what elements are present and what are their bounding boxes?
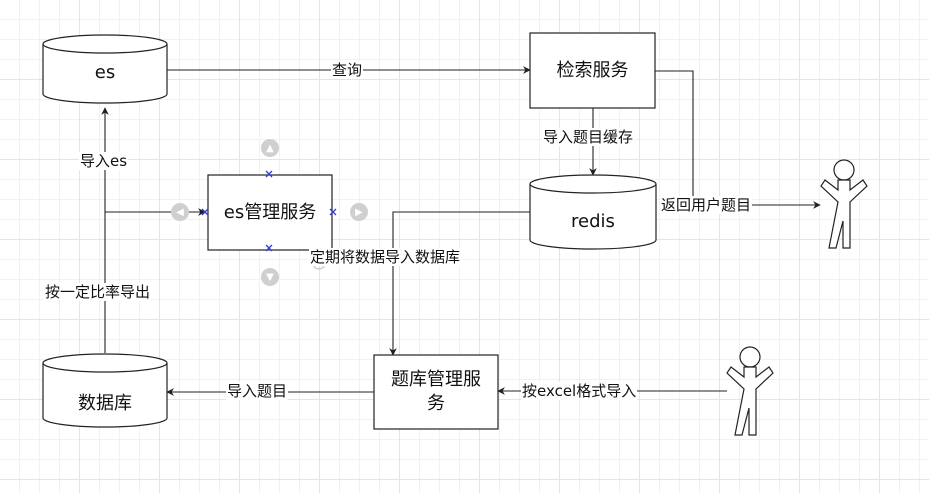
edge-label-import-excel: 按excel格式导入: [521, 382, 638, 400]
search-service-label: 检索服务: [556, 59, 629, 81]
redis-cylinder[interactable]: [529, 174, 657, 250]
edge-label-import-cache: 导入题目缓存: [542, 128, 635, 146]
edge-periodic-import[interactable]: [389, 211, 530, 356]
edge-label-import-questions: 导入题目: [226, 382, 289, 400]
x-handle-icon[interactable]: [201, 170, 337, 252]
edge-label-return-user: 返回用户题目: [660, 196, 753, 214]
connect-arrow-up-icon[interactable]: ▲: [261, 139, 279, 157]
connect-arrow-left-icon[interactable]: ◀: [171, 203, 189, 221]
connect-arrow-right-icon[interactable]: ▶: [350, 203, 368, 221]
es-mgmt-label: es管理服务: [223, 201, 317, 223]
database-cylinder[interactable]: [42, 353, 168, 428]
connect-arrow-down-icon[interactable]: ▼: [261, 268, 279, 286]
user-actor-icon[interactable]: [820, 159, 868, 249]
edge-label-export-ratio: 按一定比率导出: [44, 283, 152, 301]
edge-label-query: 查询: [331, 61, 364, 79]
qbank-mgmt-label: 题库管理服 务: [391, 369, 481, 414]
es-cylinder[interactable]: [42, 34, 168, 104]
es-label: es: [94, 62, 116, 83]
redis-label: redis: [571, 211, 615, 232]
edge-return-user[interactable]: [655, 70, 821, 209]
edge-label-periodic-import: 定期将数据导入数据库: [309, 248, 462, 266]
database-label: 数据库: [78, 393, 132, 414]
es-mgmt-box[interactable]: [207, 174, 333, 251]
admin-actor-icon[interactable]: [726, 346, 774, 436]
edge-label-import-es: 导入es: [79, 152, 129, 170]
